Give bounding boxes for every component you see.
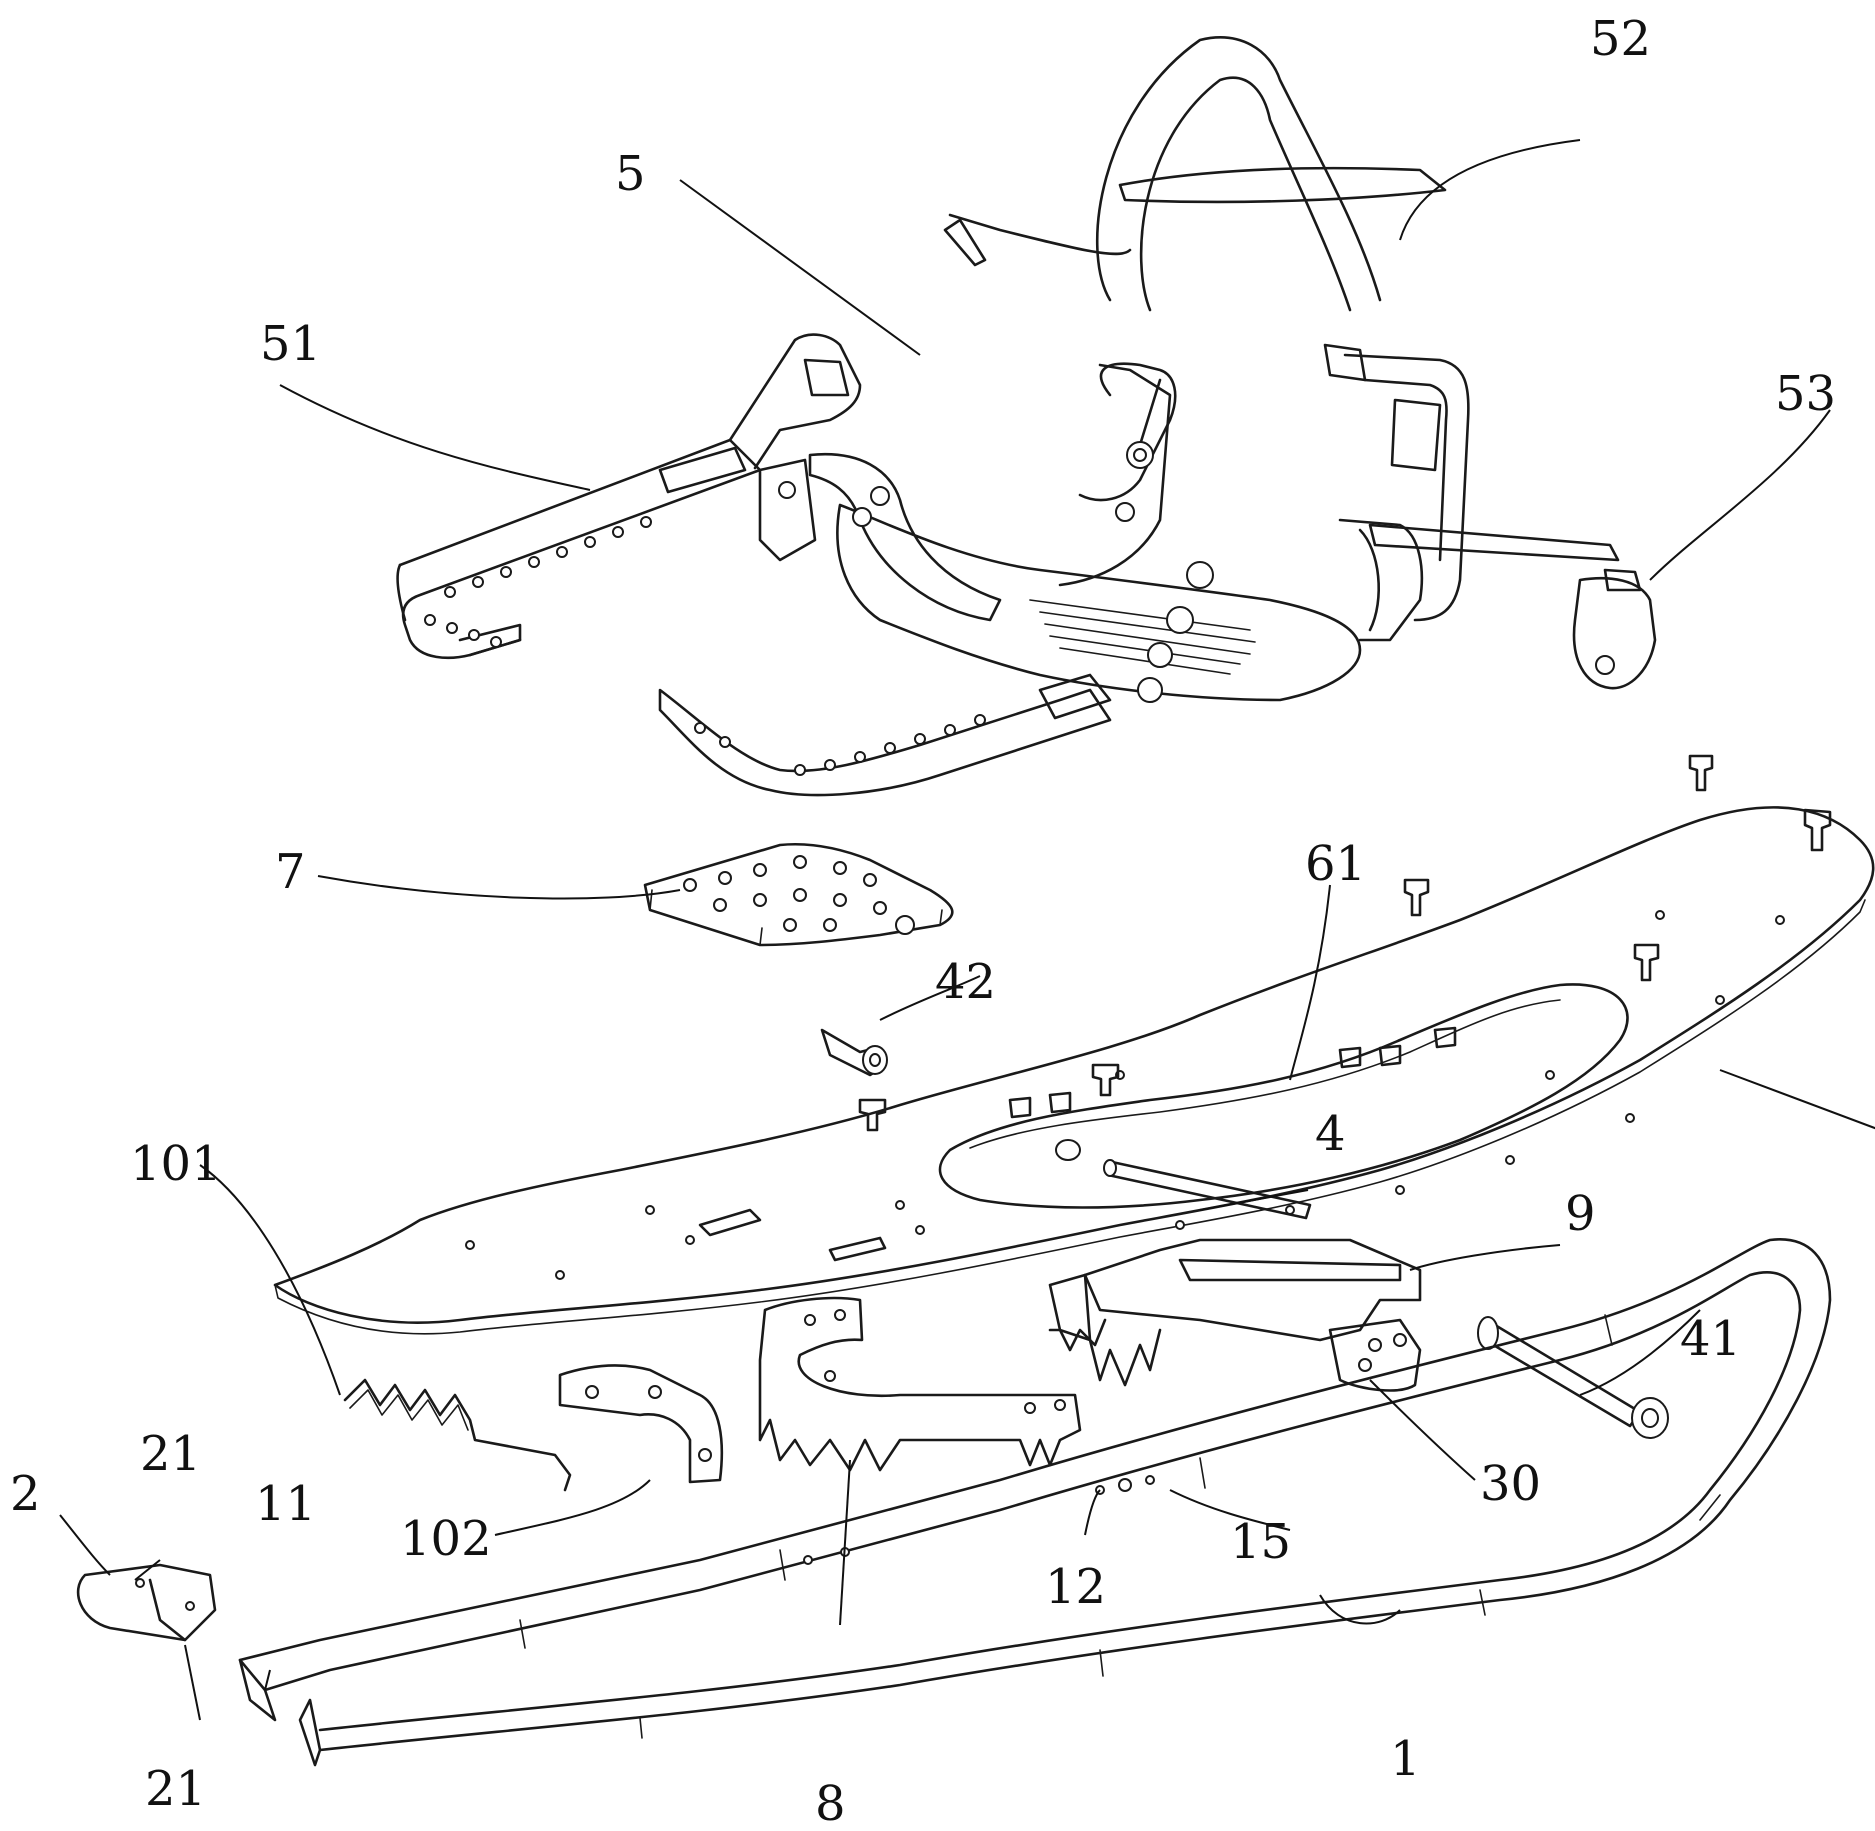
binding-assembly — [396, 36, 1657, 797]
label-8: 8 — [815, 1776, 846, 1831]
label-101: 101 — [130, 1136, 222, 1192]
label-15: 15 — [1230, 1514, 1291, 1570]
toe-crampon — [1048, 1238, 1422, 1392]
bracket — [558, 1364, 724, 1484]
label-7: 7 — [275, 844, 306, 900]
label-21-bottom: 21 — [145, 1761, 206, 1817]
label-102: 102 — [400, 1511, 492, 1567]
reference-labels: 5 52 53 51 7 42 61 4 9 41 30 15 12 101 1… — [10, 11, 1836, 1831]
rivets — [1403, 754, 1832, 982]
decking — [273, 806, 1875, 1335]
label-30: 30 — [1480, 1456, 1541, 1512]
tail-cap — [76, 1563, 217, 1642]
label-12: 12 — [1045, 1559, 1106, 1615]
label-61: 61 — [1305, 836, 1366, 892]
heel-crampon — [758, 1296, 1082, 1472]
label-9: 9 — [1565, 1186, 1596, 1242]
label-4: 4 — [1315, 1106, 1346, 1162]
label-53: 53 — [1775, 366, 1836, 422]
crampon-plate — [643, 842, 954, 947]
label-52: 52 — [1590, 11, 1651, 67]
label-2: 2 — [10, 1466, 41, 1522]
label-41: 41 — [1680, 1311, 1741, 1367]
label-42: 42 — [935, 954, 996, 1010]
frame — [238, 1238, 1832, 1767]
bushing — [820, 1028, 888, 1077]
label-51: 51 — [260, 316, 321, 372]
pin — [1477, 1316, 1669, 1439]
label-5: 5 — [615, 146, 646, 202]
label-11: 11 — [255, 1476, 316, 1532]
leader-lines — [59, 139, 1875, 1721]
label-1: 1 — [1390, 1731, 1421, 1787]
label-21-top: 21 — [140, 1426, 201, 1482]
spring-wire — [343, 1378, 572, 1492]
pivot-rod — [1103, 1159, 1312, 1220]
